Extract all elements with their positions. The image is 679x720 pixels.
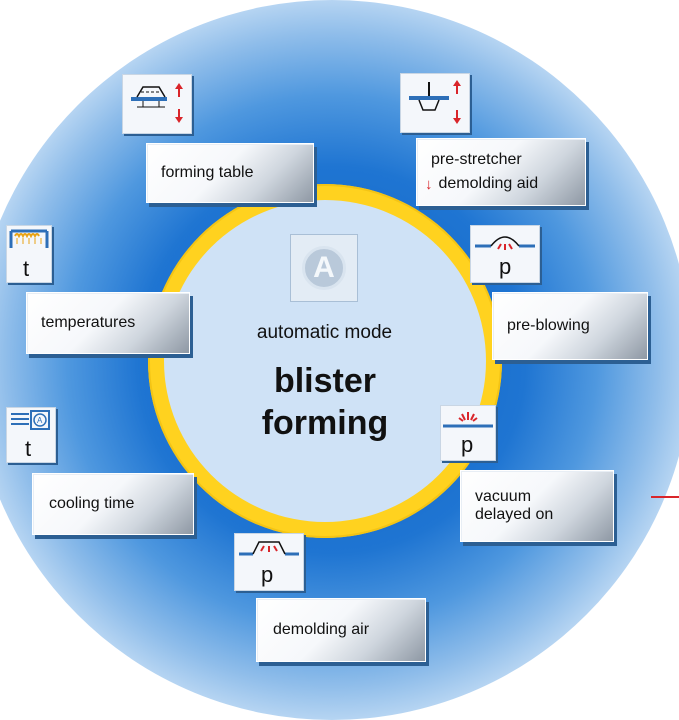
title-line-2: forming — [261, 404, 389, 442]
down-arrow-icon: ↓ — [425, 175, 433, 193]
forming-table-label: forming table — [161, 164, 254, 181]
temperatures-label: temperatures — [41, 314, 136, 331]
temperature-t-label: t — [23, 256, 30, 281]
automatic-mode-icon[interactable]: A — [290, 234, 358, 302]
pre-stretcher-label: pre-stretcher — [431, 151, 522, 168]
svg-text:A: A — [37, 416, 43, 425]
automatic-letter: A — [302, 246, 346, 290]
pre-blowing-icon[interactable]: p — [470, 225, 540, 283]
title-line-1: blister — [273, 362, 377, 400]
vacuum-icon[interactable]: p — [440, 405, 496, 461]
pre-stretcher-card[interactable]: pre-stretcher ↓ demolding aid — [416, 138, 586, 206]
cooling-fan-icon[interactable]: A t — [6, 407, 56, 463]
red-indicator-line — [651, 496, 679, 498]
forming-table-card[interactable]: forming table — [146, 143, 314, 203]
automatic-mode-label: automatic mode — [256, 322, 393, 343]
demolding-air-icon[interactable]: p — [234, 533, 304, 591]
temperatures-card[interactable]: temperatures — [26, 292, 190, 354]
demolding-aid-row: ↓ demolding aid — [425, 175, 538, 193]
pre-blowing-label: pre-blowing — [507, 317, 590, 334]
pre-blowing-card[interactable]: pre-blowing — [492, 292, 648, 360]
cooling-time-card[interactable]: cooling time — [32, 473, 194, 535]
vacuum-delayed-on-card[interactable]: vacuum delayed on — [460, 470, 614, 542]
demolding-air-p-label: p — [261, 562, 274, 587]
cooling-time-label: cooling time — [49, 495, 135, 512]
vacuum-p-label: p — [461, 432, 474, 457]
delayed-on-label: delayed on — [475, 506, 554, 523]
heater-icon[interactable]: t — [6, 225, 52, 283]
demolding-air-card[interactable]: demolding air — [256, 598, 426, 662]
demolding-aid-label: demolding aid — [438, 175, 539, 192]
demolding-air-label: demolding air — [273, 621, 370, 638]
pre-blowing-p-label: p — [499, 254, 512, 279]
pre-stretcher-icon[interactable] — [400, 73, 470, 133]
forming-table-icon[interactable] — [122, 74, 192, 134]
page-title: blister forming — [220, 360, 430, 444]
cooling-t-label: t — [25, 436, 32, 461]
vacuum-label: vacuum — [475, 488, 532, 505]
